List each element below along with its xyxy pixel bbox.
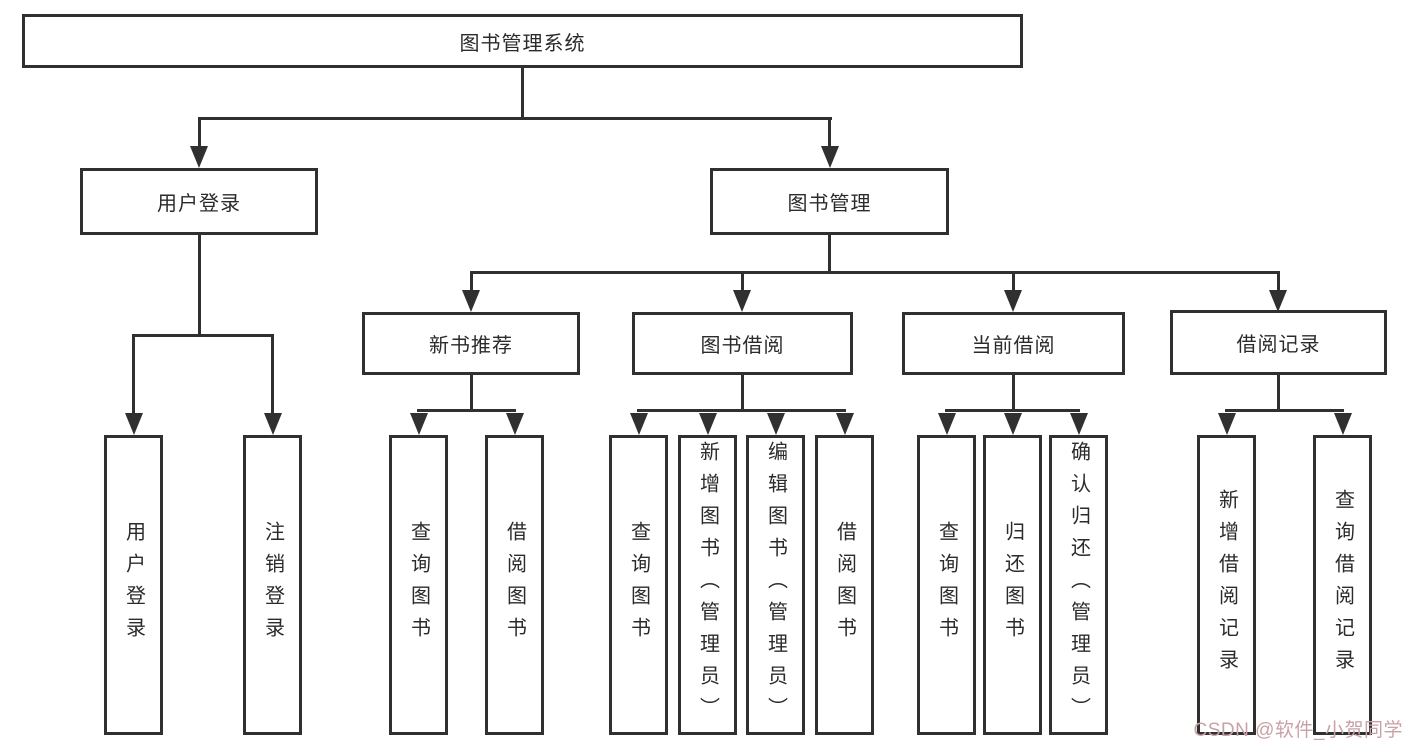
leaf-label: 确认归还（管理员） bbox=[1067, 441, 1090, 729]
leaf-label: 注销登录 bbox=[261, 521, 284, 649]
arrowhead-icon bbox=[409, 413, 428, 435]
leaf-label: 查询图书 bbox=[407, 521, 430, 649]
node-new-book-recommend-label: 新书推荐 bbox=[429, 335, 513, 357]
node-book-borrow: 图书借阅 bbox=[632, 312, 853, 375]
arrowhead-icon bbox=[1217, 413, 1236, 435]
connector-line bbox=[469, 375, 473, 410]
connector-line bbox=[469, 272, 473, 294]
arrowhead-icon bbox=[1269, 290, 1287, 312]
leaf-query-book-2: 查询图书 bbox=[609, 435, 668, 735]
arrowhead-icon bbox=[835, 413, 854, 435]
node-root-label: 图书管理系统 bbox=[459, 32, 586, 55]
leaf-add-book-admin: 新增图书（管理员） bbox=[678, 435, 737, 735]
node-borrow-records-label: 借阅记录 bbox=[1236, 334, 1321, 356]
connector-line bbox=[1276, 272, 1280, 294]
arrowhead-icon bbox=[1069, 413, 1088, 435]
arrowhead-icon bbox=[820, 146, 839, 168]
leaf-label: 新增借阅记录 bbox=[1215, 489, 1238, 681]
connector-line bbox=[417, 408, 516, 412]
connector-line bbox=[197, 116, 832, 120]
leaf-label: 借阅图书 bbox=[503, 521, 526, 649]
connector-line bbox=[197, 235, 201, 335]
leaf-return-book: 归还图书 bbox=[983, 435, 1042, 735]
leaf-query-borrow-record: 查询借阅记录 bbox=[1313, 435, 1372, 735]
connector-line bbox=[1011, 375, 1015, 410]
arrowhead-icon bbox=[505, 413, 524, 435]
leaf-label: 查询图书 bbox=[627, 521, 650, 649]
arrowhead-icon bbox=[124, 413, 143, 435]
connector-line bbox=[1011, 272, 1015, 294]
node-borrow-records: 借阅记录 bbox=[1170, 310, 1387, 375]
connector-line bbox=[828, 118, 831, 150]
leaf-add-borrow-record: 新增借阅记录 bbox=[1197, 435, 1256, 735]
leaf-borrow-book-2: 借阅图书 bbox=[815, 435, 874, 735]
leaf-label: 新增图书（管理员） bbox=[696, 441, 719, 729]
arrowhead-icon bbox=[766, 413, 785, 435]
leaf-label: 查询借阅记录 bbox=[1331, 489, 1354, 681]
leaf-query-book-3: 查询图书 bbox=[917, 435, 976, 735]
arrowhead-icon bbox=[263, 413, 282, 435]
connector-line bbox=[740, 375, 744, 410]
leaf-confirm-return-admin: 确认归还（管理员） bbox=[1049, 435, 1108, 735]
leaf-user-login: 用户登录 bbox=[104, 435, 163, 735]
arrowhead-icon bbox=[733, 290, 751, 312]
arrowhead-icon bbox=[1333, 413, 1352, 435]
connector-line bbox=[1276, 375, 1280, 410]
connector-line bbox=[197, 118, 201, 150]
node-root: 图书管理系统 bbox=[22, 14, 1023, 68]
connector-line bbox=[637, 408, 846, 412]
connector-line bbox=[132, 335, 135, 417]
leaf-edit-book-admin: 编辑图书（管理员） bbox=[746, 435, 805, 735]
leaf-borrow-book-1: 借阅图书 bbox=[485, 435, 544, 735]
leaf-label: 借阅图书 bbox=[833, 521, 856, 649]
node-user-login-label: 用户登录 bbox=[157, 193, 241, 215]
leaf-label: 查询图书 bbox=[935, 521, 958, 649]
node-book-management: 图书管理 bbox=[710, 168, 949, 235]
connector-line bbox=[132, 333, 274, 337]
arrowhead-icon bbox=[698, 413, 717, 435]
node-current-borrow-label: 当前借阅 bbox=[971, 335, 1056, 357]
connector-line bbox=[945, 408, 1080, 412]
connector-line bbox=[740, 272, 744, 294]
leaf-label: 编辑图书（管理员） bbox=[764, 441, 787, 729]
node-current-borrow: 当前借阅 bbox=[902, 312, 1125, 375]
connector-line bbox=[828, 235, 831, 272]
leaf-label: 归还图书 bbox=[1001, 521, 1024, 649]
arrowhead-icon bbox=[462, 290, 480, 312]
arrowhead-icon bbox=[937, 413, 956, 435]
connector-line bbox=[1225, 408, 1344, 412]
arrowhead-icon bbox=[190, 146, 208, 168]
csdn-watermark: CSDN @软件_小贺同学 bbox=[1193, 720, 1403, 741]
arrowhead-icon bbox=[1004, 290, 1022, 312]
node-book-borrow-label: 图书借阅 bbox=[700, 335, 785, 357]
node-book-management-label: 图书管理 bbox=[787, 193, 872, 215]
connector-line bbox=[520, 68, 524, 118]
arrowhead-icon bbox=[1003, 413, 1022, 435]
connector-line bbox=[271, 335, 274, 417]
node-new-book-recommend: 新书推荐 bbox=[362, 312, 580, 375]
leaf-label: 用户登录 bbox=[122, 521, 145, 649]
node-user-login: 用户登录 bbox=[80, 168, 318, 235]
connector-line bbox=[469, 270, 1280, 274]
leaf-query-book-1: 查询图书 bbox=[389, 435, 448, 735]
arrowhead-icon bbox=[629, 413, 648, 435]
leaf-logout: 注销登录 bbox=[243, 435, 302, 735]
